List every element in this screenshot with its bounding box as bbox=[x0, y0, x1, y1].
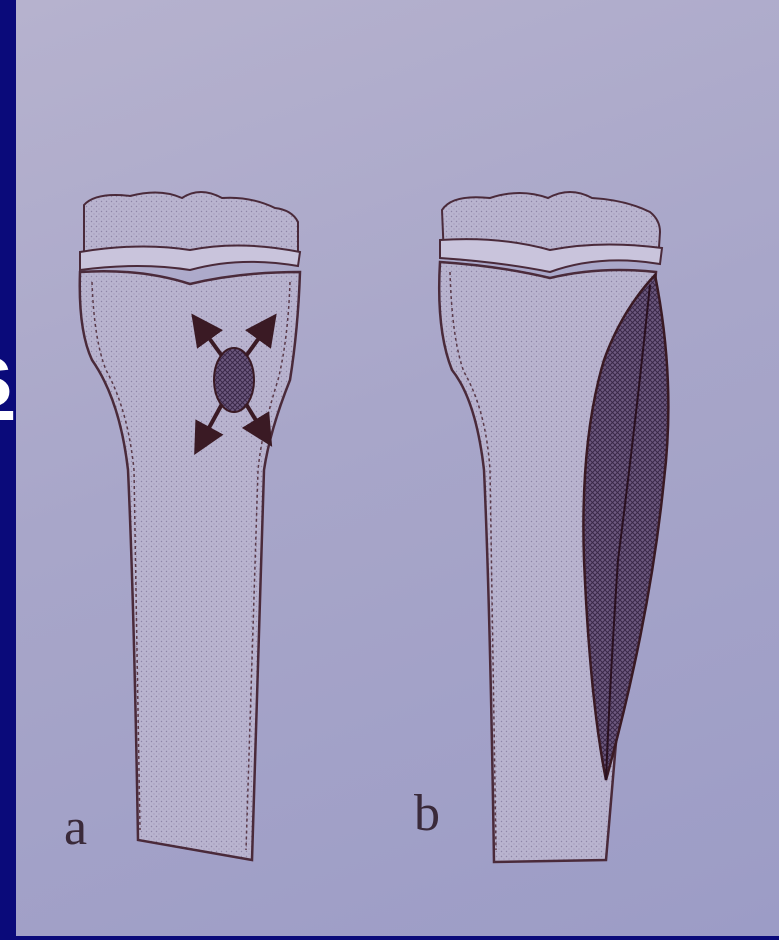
panel-a-shaft bbox=[80, 271, 300, 860]
panel-a-bone bbox=[80, 192, 300, 860]
panel-b-bone bbox=[439, 192, 668, 862]
panel-b-label: b bbox=[414, 784, 440, 843]
slide-bottom-border bbox=[0, 936, 779, 940]
panel-a-growth-plate bbox=[80, 245, 300, 270]
panel-a-label: a bbox=[64, 798, 87, 857]
panel-a-central-lesion bbox=[214, 348, 254, 412]
